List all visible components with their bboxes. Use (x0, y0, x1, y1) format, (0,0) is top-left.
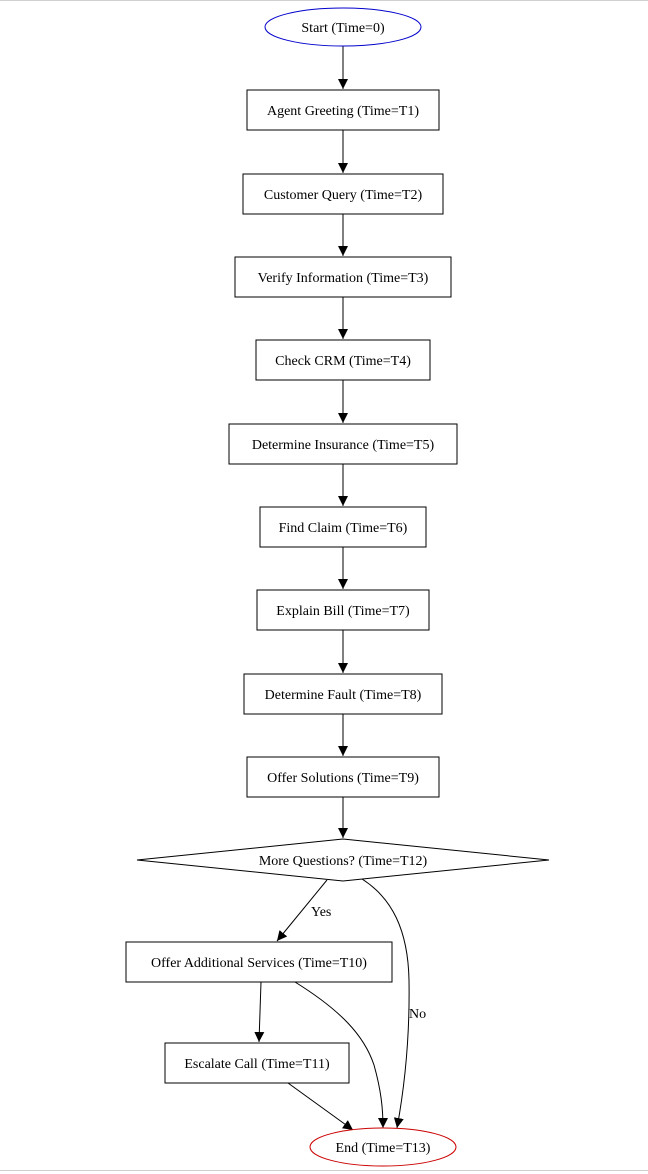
node-bill: Explain Bill (Time=T7) (256, 589, 430, 631)
edge-additional-to-end (294, 981, 388, 1129)
edge-escalate-to-end (287, 1082, 354, 1131)
node-label: More Questions? (Time=T12) (259, 854, 428, 869)
node-label: Explain Bill (Time=T7) (276, 604, 410, 619)
edge-arrow (294, 981, 388, 1129)
node-fault: Determine Fault (Time=T8) (243, 673, 443, 715)
node-end: End (Time=T13) (309, 1127, 457, 1167)
edge-arrow (254, 981, 265, 1043)
box-shape (255, 339, 431, 381)
node-solutions: Offer Solutions (Time=T9) (246, 756, 440, 798)
node-label: Offer Additional Services (Time=T10) (151, 956, 367, 971)
node-label: Offer Solutions (Time=T9) (267, 771, 419, 786)
node-insurance: Determine Insurance (Time=T5) (228, 423, 458, 465)
node-label: Find Claim (Time=T6) (279, 521, 408, 536)
node-label: Start (Time=0) (301, 21, 385, 36)
edge-arrow (276, 879, 328, 942)
top-border (0, 0, 648, 1)
node-verify: Verify Information (Time=T3) (234, 256, 452, 298)
box-shape (125, 941, 393, 983)
box-shape (256, 589, 430, 631)
box-shape (246, 89, 440, 131)
node-label: Check CRM (Time=T4) (275, 354, 411, 369)
edge-label-no: No (409, 1007, 426, 1022)
box-shape (242, 173, 444, 215)
edge-arrow (361, 878, 410, 1129)
node-claim: Find Claim (Time=T6) (259, 506, 427, 548)
node-label: End (Time=T13) (336, 1141, 431, 1156)
box-shape (234, 256, 452, 298)
edge-questions-to-end: No (361, 878, 426, 1129)
box-shape (228, 423, 458, 465)
node-label: Agent Greeting (Time=T1) (267, 104, 419, 119)
node-label: Escalate Call (Time=T11) (184, 1057, 330, 1072)
node-label: Verify Information (Time=T3) (258, 271, 429, 286)
node-greeting: Agent Greeting (Time=T1) (246, 89, 440, 131)
node-questions: More Questions? (Time=T12) (136, 838, 550, 882)
node-label: Customer Query (Time=T2) (264, 188, 423, 203)
edge-additional-to-escalate (254, 981, 265, 1043)
node-additional: Offer Additional Services (Time=T10) (125, 941, 393, 983)
bottom-border (0, 1170, 648, 1171)
node-label: Determine Fault (Time=T8) (265, 688, 422, 703)
node-start: Start (Time=0) (264, 7, 422, 47)
node-query: Customer Query (Time=T2) (242, 173, 444, 215)
box-shape (243, 673, 443, 715)
box-shape (259, 506, 427, 548)
edge-questions-to-additional: Yes (276, 879, 331, 942)
ellipse-shape (309, 1127, 457, 1167)
diamond-shape (136, 838, 550, 882)
node-label: Determine Insurance (Time=T5) (252, 438, 435, 453)
box-shape (164, 1042, 350, 1084)
ellipse-shape (264, 7, 422, 47)
node-escalate: Escalate Call (Time=T11) (164, 1042, 350, 1084)
edge-arrow (287, 1082, 354, 1131)
edge-label-yes: Yes (311, 905, 331, 920)
node-crm: Check CRM (Time=T4) (255, 339, 431, 381)
box-shape (246, 756, 440, 798)
